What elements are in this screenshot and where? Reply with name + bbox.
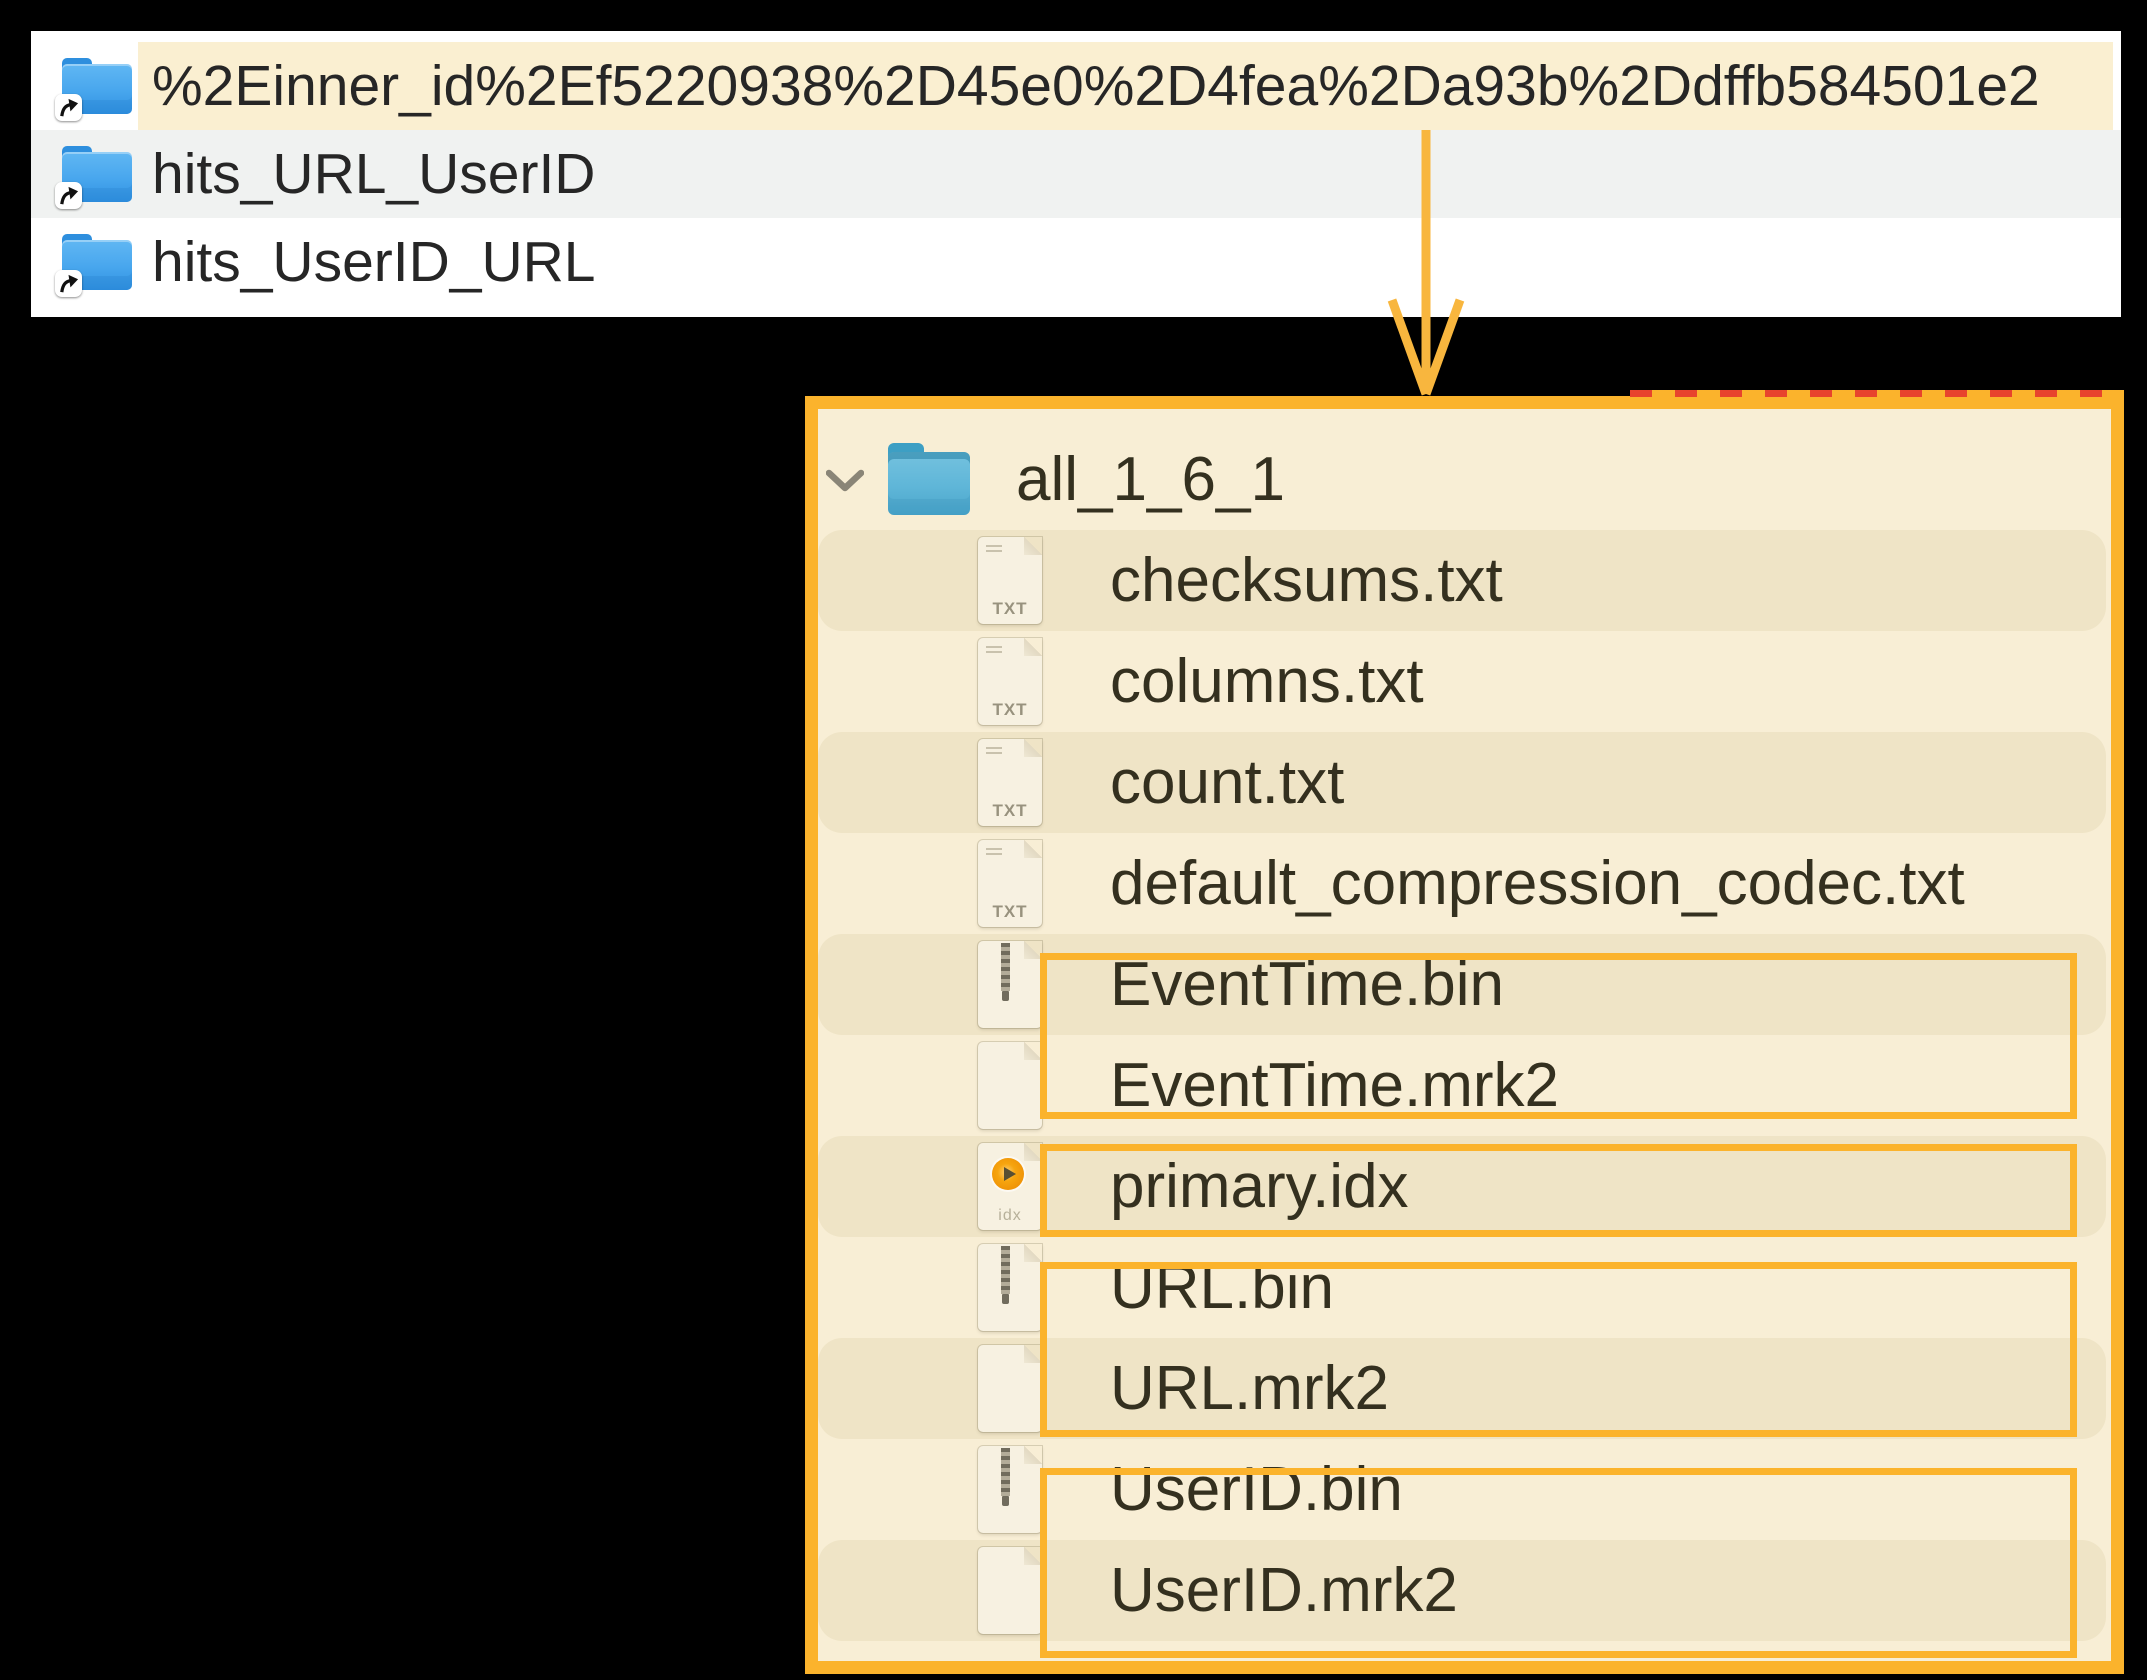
finder-file-list: %2Einner_id%2Ef5220938%2D45e0%2D4fea%2Da…	[31, 31, 2121, 317]
index-document-icon: idx	[978, 1143, 1042, 1230]
binary-document-icon	[978, 1244, 1042, 1331]
blank-document-icon	[978, 1345, 1042, 1432]
txt-document-icon: TXT	[978, 638, 1042, 725]
tree-row-file[interactable]: UserID.bin	[818, 1439, 2111, 1540]
annotation-arrow-down-icon	[1387, 130, 1465, 396]
tree-row-file[interactable]: EventTime.mrk2	[818, 1035, 2111, 1136]
red-dashed-line	[1630, 390, 2124, 397]
list-item-inner-id-part[interactable]: %2Einner_id%2Ef5220938%2D45e0%2D4fea%2Da…	[31, 42, 2121, 130]
folder-name: hits_UserID_URL	[152, 230, 596, 294]
txt-document-icon: TXT	[978, 840, 1042, 927]
txt-document-icon: TXT	[978, 739, 1042, 826]
annotation-box-url-files	[1040, 1262, 2077, 1437]
alias-arrow-badge	[55, 94, 82, 121]
alias-folder-icon	[55, 58, 132, 121]
folder-icon	[888, 443, 970, 515]
chevron-down-icon[interactable]	[826, 469, 864, 493]
folder-name: %2Einner_id%2Ef5220938%2D45e0%2D4fea%2Da…	[152, 54, 2040, 118]
file-name: count.txt	[1110, 748, 1345, 817]
folder-name: hits_URL_UserID	[152, 142, 596, 206]
alias-folder-icon	[55, 234, 132, 297]
annotation-box-primary-idx	[1040, 1144, 2077, 1237]
file-name: columns.txt	[1110, 647, 1424, 716]
file-name: EventTime.bin	[1110, 950, 1504, 1019]
alias-arrow-badge	[55, 182, 82, 209]
annotation-box-userid-files	[1040, 1468, 2077, 1658]
binary-document-icon	[978, 1446, 1042, 1533]
tree-row-file[interactable]: TXT columns.txt	[818, 631, 2111, 732]
tree-row-file[interactable]: idx primary.idx	[818, 1136, 2106, 1237]
file-name: EventTime.mrk2	[1110, 1051, 1560, 1120]
alias-folder-icon	[55, 146, 132, 209]
binary-document-icon	[978, 941, 1042, 1028]
file-name: URL.mrk2	[1110, 1354, 1390, 1423]
selection-highlight	[138, 42, 2113, 130]
tree-row-file[interactable]: TXT checksums.txt	[818, 530, 2106, 631]
file-name: UserID.mrk2	[1110, 1556, 1458, 1625]
tree-row-file[interactable]: TXT count.txt	[818, 732, 2106, 833]
annotation-box-eventtime-files	[1040, 953, 2077, 1119]
alias-arrow-badge	[55, 270, 82, 297]
file-name: checksums.txt	[1110, 546, 1503, 615]
blank-document-icon	[978, 1547, 1042, 1634]
file-name: primary.idx	[1110, 1152, 1409, 1221]
txt-document-icon: TXT	[978, 537, 1042, 624]
tree-row-file[interactable]: UserID.mrk2	[818, 1540, 2106, 1641]
folder-name: all_1_6_1	[1016, 445, 1285, 514]
tree-row-file[interactable]: URL.mrk2	[818, 1338, 2106, 1439]
part-contents-panel: all_1_6_1 TXT checksums.txt TXT columns.…	[805, 396, 2124, 1674]
list-item-hits-url-userid[interactable]: hits_URL_UserID	[31, 130, 2121, 218]
tree-row-file[interactable]: TXT default_compression_codec.txt	[818, 833, 2111, 934]
blank-document-icon	[978, 1042, 1042, 1129]
file-name: default_compression_codec.txt	[1110, 849, 1965, 918]
list-item-hits-userid-url[interactable]: hits_UserID_URL	[31, 218, 2121, 306]
file-name: UserID.bin	[1110, 1455, 1403, 1524]
tree-row-root-folder[interactable]: all_1_6_1	[818, 429, 2111, 530]
tree-row-file[interactable]: EventTime.bin	[818, 934, 2106, 1035]
